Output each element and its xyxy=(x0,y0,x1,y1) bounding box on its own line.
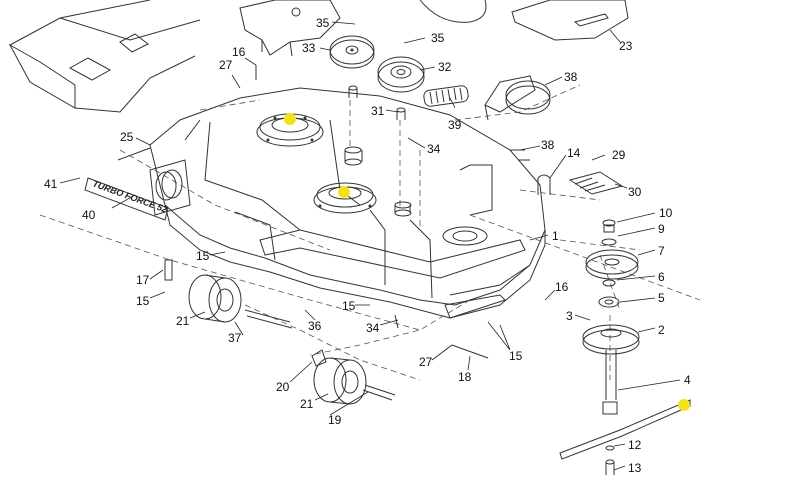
highlight-marker[interactable] xyxy=(284,113,296,125)
callout-13: 13 xyxy=(628,461,642,475)
callout-15: 15 xyxy=(509,349,523,363)
highlight-marker[interactable] xyxy=(678,399,690,411)
callout-37: 37 xyxy=(228,331,242,345)
callout-20: 20 xyxy=(276,380,290,394)
callout-19: 19 xyxy=(328,413,342,427)
callout-32: 32 xyxy=(438,60,452,74)
callout-2: 2 xyxy=(658,323,665,337)
callout-12: 12 xyxy=(628,438,642,452)
callout-4: 4 xyxy=(684,373,691,387)
callout-30: 30 xyxy=(628,185,642,199)
belt-cover-left xyxy=(8,0,201,113)
callout-18: 18 xyxy=(458,370,472,384)
deck-spindle-right xyxy=(442,226,488,246)
callout-16: 16 xyxy=(232,45,246,59)
callout-15: 15 xyxy=(342,299,356,313)
idler-bracket-top xyxy=(239,0,487,57)
highlight-marker[interactable] xyxy=(338,186,350,198)
callout-17: 17 xyxy=(136,273,150,287)
callout-27: 27 xyxy=(219,58,233,72)
callout-31: 31 xyxy=(371,104,385,118)
callout-41: 41 xyxy=(44,177,58,191)
hardware xyxy=(117,65,624,359)
pulley-33 xyxy=(329,35,375,69)
deck-bosses xyxy=(344,146,412,217)
callout-14: 14 xyxy=(567,146,581,160)
callout-34: 34 xyxy=(366,321,380,335)
idler-arm-38 xyxy=(484,75,551,121)
callout-5: 5 xyxy=(658,291,665,305)
axles xyxy=(244,309,396,401)
callout-21: 21 xyxy=(176,314,190,328)
gauge-wheel-front xyxy=(188,274,242,323)
callout-29: 29 xyxy=(612,148,626,162)
callout-15: 15 xyxy=(196,249,210,263)
callout-35: 35 xyxy=(316,16,330,30)
callout-33: 33 xyxy=(302,41,316,55)
belt-cover-right xyxy=(511,0,629,41)
callout-7: 7 xyxy=(658,244,665,258)
callout-3: 3 xyxy=(566,309,573,323)
callout-27: 27 xyxy=(419,355,433,369)
callout-numbers: 35 35 23 16 33 32 38 27 31 39 25 34 38 1… xyxy=(44,16,691,475)
callout-9: 9 xyxy=(658,222,665,236)
highlight-markers xyxy=(284,113,690,411)
mower-deck xyxy=(39,84,701,381)
leader-lines xyxy=(59,21,681,471)
gauge-wheel-rear xyxy=(311,349,367,405)
callout-25: 25 xyxy=(120,130,134,144)
callout-38: 38 xyxy=(541,138,555,152)
spindle-assembly-right xyxy=(559,219,691,475)
callout-1: 1 xyxy=(552,229,559,243)
callout-15: 15 xyxy=(136,294,150,308)
callout-40: 40 xyxy=(82,208,96,222)
anti-scalp-roller xyxy=(149,159,191,216)
callout-16: 16 xyxy=(555,280,569,294)
callout-34: 34 xyxy=(427,142,441,156)
callout-36: 36 xyxy=(308,319,322,333)
callout-21: 21 xyxy=(300,397,314,411)
callout-10: 10 xyxy=(659,206,673,220)
callout-39: 39 xyxy=(448,118,462,132)
callout-35: 35 xyxy=(431,31,445,45)
spring-39 xyxy=(423,85,469,107)
callout-6: 6 xyxy=(658,270,665,284)
callout-23: 23 xyxy=(619,39,633,53)
pulley-32 xyxy=(377,56,425,93)
callout-38: 38 xyxy=(564,70,578,84)
